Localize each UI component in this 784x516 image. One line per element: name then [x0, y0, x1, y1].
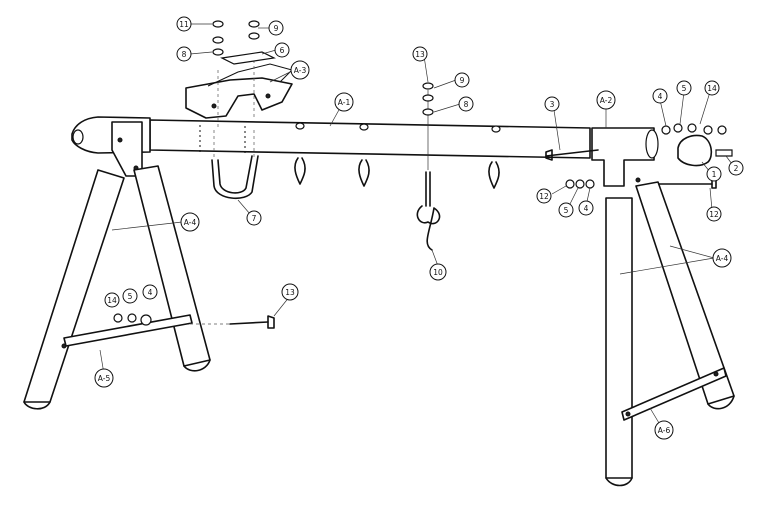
callout-5-left: 5	[122, 288, 138, 304]
label-1: 1	[712, 170, 717, 179]
label-a1: A-1	[338, 98, 351, 107]
callout-a6: A-6	[654, 420, 674, 440]
label-14-top: 14	[707, 84, 717, 93]
leader-lines	[99, 23, 733, 429]
label-a2: A-2	[600, 96, 613, 105]
left-end-cap	[71, 116, 151, 177]
callout-14-left: 14	[104, 292, 120, 308]
right-leg-front	[605, 197, 633, 487]
callout-a3: A-3	[290, 60, 310, 80]
u-bolt-7	[211, 130, 259, 199]
saddle-hardware-stack	[212, 20, 276, 65]
callout-9-mid: 9	[454, 72, 470, 88]
label-a4-right: A-4	[716, 254, 729, 263]
left-washer-group	[113, 313, 152, 326]
callout-3: 3	[544, 96, 560, 112]
left-leg-rear	[133, 165, 211, 372]
callout-2: 2	[728, 160, 744, 176]
label-a3: A-3	[294, 66, 307, 75]
label-6: 6	[280, 46, 285, 55]
label-5-left: 5	[128, 292, 133, 301]
label-5-mid: 5	[564, 206, 569, 215]
callout-5-mid: 5	[558, 202, 574, 218]
label-13: 13	[285, 288, 295, 297]
label-4-mid: 4	[584, 204, 589, 213]
callout-6: 6	[274, 42, 290, 58]
right-leg-rear	[635, 181, 735, 410]
right-cap-1	[661, 123, 733, 167]
callout-10: 10	[429, 263, 447, 281]
callout-9-top: 9	[268, 20, 284, 36]
callouts: A-1 A-2 A-3 A-4 A-4 A-5 A-6 1 2 3 4 5 14…	[94, 16, 744, 440]
callout-8-top: 8	[176, 46, 192, 62]
swing-hanger-3	[488, 125, 501, 189]
callout-a5: A-5	[94, 368, 114, 388]
callout-a1: A-1	[334, 92, 354, 112]
label-14-left: 14	[107, 296, 117, 305]
label-5-top: 5	[682, 84, 687, 93]
label-9-mid: 9	[460, 76, 465, 85]
callout-14-top: 14	[704, 80, 720, 96]
label-7: 7	[252, 214, 257, 223]
label-8-mid: 8	[464, 100, 469, 109]
callout-13: 13	[281, 283, 299, 301]
label-10: 10	[433, 268, 443, 277]
callout-13-top: 13	[412, 46, 428, 62]
swing-hanger-1	[294, 122, 306, 185]
callout-5-top: 5	[676, 80, 692, 96]
top-beam-a1	[149, 119, 591, 159]
callout-11: 11	[176, 16, 192, 32]
corner-fitting-a2	[591, 127, 659, 187]
saddle-bracket-a3	[185, 60, 293, 130]
label-2: 2	[734, 164, 739, 173]
callout-12-mid: 12	[536, 188, 552, 204]
label-4-top: 4	[658, 92, 663, 101]
callout-4-left: 4	[142, 284, 158, 300]
center-hook-10	[416, 82, 441, 251]
right-brace-a6	[621, 367, 727, 421]
label-13-top: 13	[415, 50, 425, 59]
mid-washer-group	[565, 179, 595, 189]
callout-a4-right: A-4	[712, 248, 732, 268]
label-a6: A-6	[658, 426, 671, 435]
callout-12-right: 12	[706, 206, 722, 222]
label-a4-left: A-4	[184, 218, 197, 227]
callout-a2: A-2	[596, 90, 616, 110]
label-9-top: 9	[274, 24, 279, 33]
callout-7: 7	[246, 210, 262, 226]
label-8-top: 8	[182, 50, 187, 59]
left-leg-front	[23, 169, 125, 410]
bolt-13-left	[190, 315, 275, 329]
callout-a4-left: A-4	[180, 212, 200, 232]
label-4-left: 4	[148, 288, 153, 297]
label-3: 3	[550, 100, 555, 109]
callout-4-mid: 4	[578, 200, 594, 216]
swing-hanger-2	[358, 123, 370, 187]
callout-1: 1	[706, 166, 722, 182]
callout-4-top: 4	[652, 88, 668, 104]
label-a5: A-5	[98, 374, 111, 383]
label-11: 11	[179, 20, 189, 29]
label-12-mid: 12	[539, 192, 549, 201]
bolt-3	[545, 149, 599, 161]
callout-8-mid: 8	[458, 96, 474, 112]
label-12-right: 12	[709, 210, 719, 219]
